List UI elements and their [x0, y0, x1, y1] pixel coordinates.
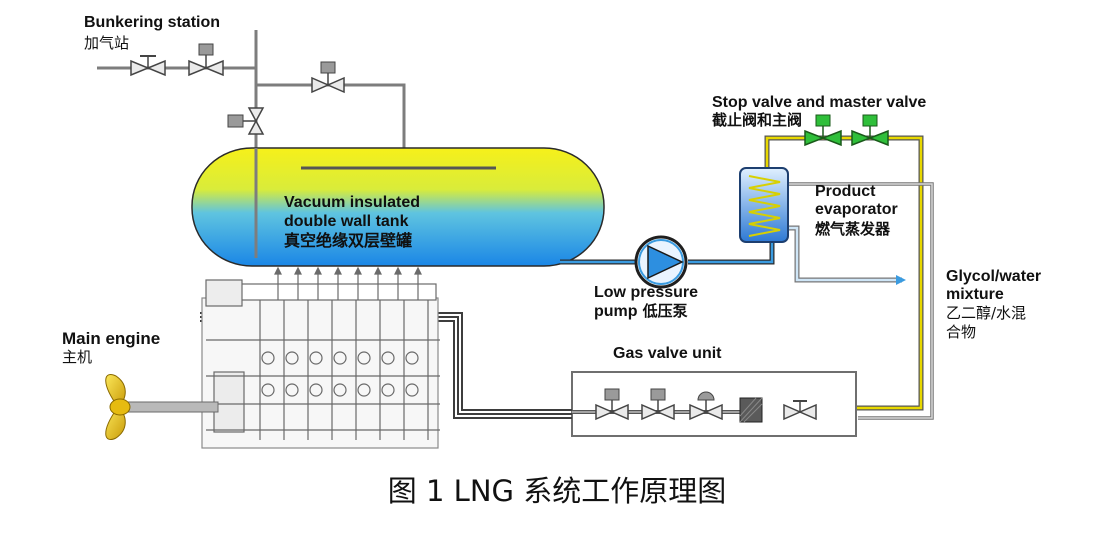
low-pressure-pump[interactable] [634, 235, 688, 289]
gvu-valve-2[interactable] [641, 388, 675, 421]
glycol-label-zh-line1: 乙二醇/水混 [946, 304, 1027, 322]
pump-label-line1: Low pressure [594, 284, 699, 301]
stop-valve-label-zh: 截止阀和主阀 [712, 111, 803, 129]
evaporator-label-line2: evaporator [815, 201, 898, 218]
glycol-label-zh-line2: 合物 [946, 323, 977, 341]
glycol-label-line2: mixture [946, 286, 1004, 303]
propeller-shaft [125, 401, 219, 413]
bunkering-valve-1[interactable] [130, 55, 166, 77]
gas-valve-unit [571, 371, 857, 437]
pump-label-zh: 低压泵 [642, 302, 688, 320]
master-valve[interactable] [851, 114, 889, 147]
glycol-label-line1: Glycol/water [946, 268, 1042, 285]
figure-caption: 图 1 LNG 系统工作原理图 [387, 474, 727, 508]
tank-label-line1: Vacuum insulated [284, 194, 421, 211]
lng-feed-line [560, 238, 775, 265]
main-engine-label: Main engine [62, 329, 161, 348]
pump-label-line2: pump 低压泵 [594, 302, 688, 321]
evaporator-label-line1: Product [815, 183, 876, 200]
bunkering-station-label-zh: 加气站 [84, 34, 130, 52]
pump-label-en: pump [594, 303, 638, 320]
gvu-regulating-valve[interactable] [689, 391, 723, 421]
engine-cylinders [259, 266, 429, 440]
evaporator-label-zh: 燃气蒸发器 [815, 220, 891, 238]
stop-valve-label: Stop valve and master valve [712, 94, 927, 111]
propeller [105, 374, 131, 440]
stop-valve[interactable] [804, 114, 842, 147]
bunkering-valve-2[interactable] [188, 43, 224, 77]
gas-valve-unit-label: Gas valve unit [613, 345, 722, 362]
tank-label-zh: 真空绝缘双层壁罐 [284, 231, 413, 250]
vent-line-valve[interactable] [311, 61, 345, 94]
glycol-line [788, 182, 934, 420]
lng-tank [191, 147, 605, 267]
tank-fill-valve[interactable] [227, 107, 265, 135]
tank-label-line2: double wall tank [284, 213, 409, 230]
gvu-valve-1[interactable] [595, 388, 629, 421]
main-engine-label-zh: 主机 [62, 348, 93, 366]
gvu-filter [739, 397, 763, 423]
gvu-valve-3[interactable] [783, 400, 817, 421]
bunkering-station-label: Bunkering station [84, 14, 221, 31]
product-evaporator[interactable] [739, 167, 789, 243]
